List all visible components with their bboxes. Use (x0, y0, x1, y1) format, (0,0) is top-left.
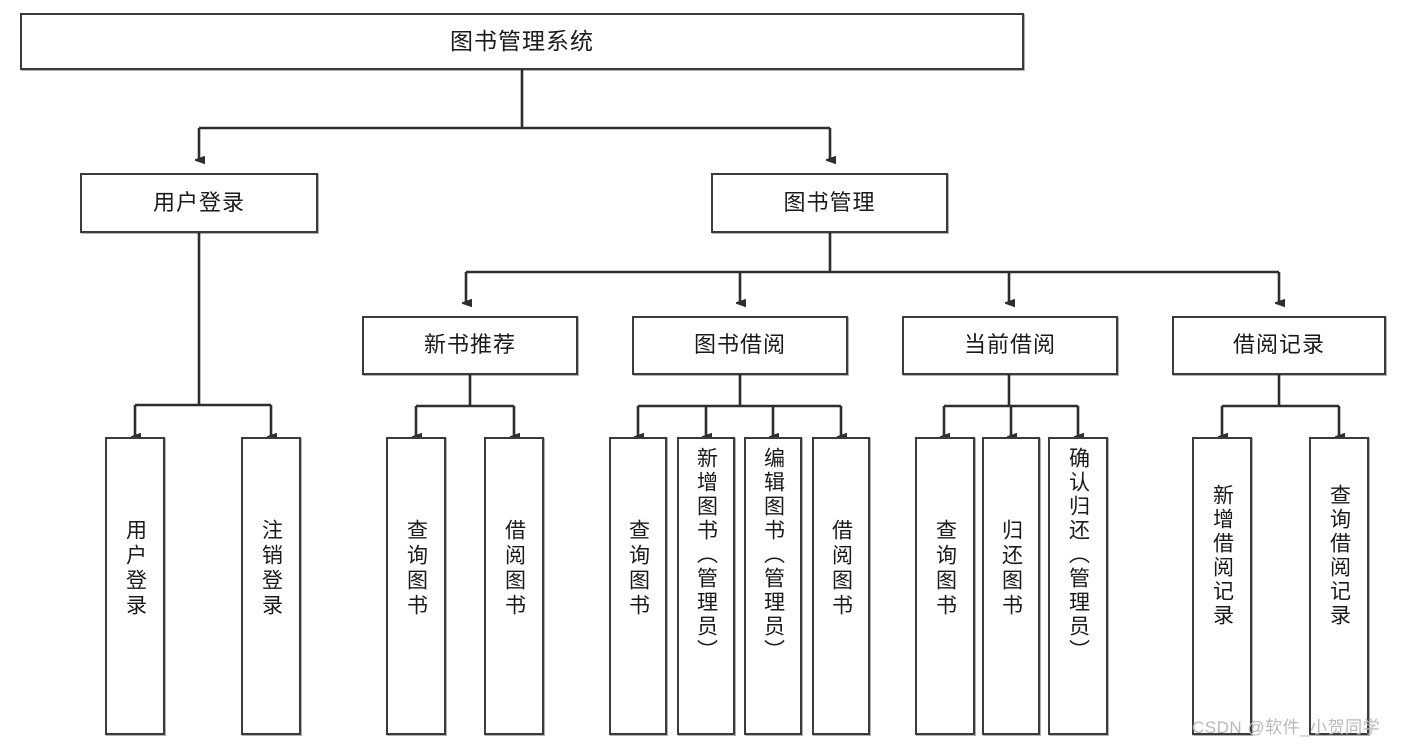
leaf-return-book[interactable]: 归还图书 (982, 437, 1040, 735)
leaf-add-borrow-record[interactable]: 新增借阅记录 (1192, 437, 1252, 735)
node-label: 查询借阅记录 (1327, 484, 1351, 628)
node-book-borrow[interactable]: 图书借阅 (632, 316, 848, 375)
csdn-watermark: CSDN @软件_小贺同学 (1192, 718, 1381, 737)
node-book-management-system[interactable]: 图书管理系统 (20, 13, 1024, 70)
leaf-query-book-recommend[interactable]: 查询图书 (386, 437, 446, 735)
node-book-management[interactable]: 图书管理 (711, 173, 948, 233)
node-borrow-records[interactable]: 借阅记录 (1172, 316, 1386, 375)
leaf-user-login[interactable]: 用户登录 (105, 437, 165, 735)
leaf-confirm-return-admin[interactable]: 确认归还（管理员） (1048, 437, 1108, 735)
leaf-borrow-book-recommend[interactable]: 借阅图书 (484, 437, 544, 735)
node-label: 借阅记录 (1232, 332, 1325, 358)
node-label: 注销登录 (259, 519, 283, 619)
node-new-book-recommend[interactable]: 新书推荐 (362, 316, 578, 375)
node-label: 编辑图书（管理员） (761, 447, 785, 663)
leaf-borrow-book[interactable]: 借阅图书 (812, 437, 870, 735)
leaf-edit-book-admin[interactable]: 编辑图书（管理员） (744, 437, 802, 735)
leaf-logout-login[interactable]: 注销登录 (241, 437, 301, 735)
node-user-login[interactable]: 用户登录 (80, 173, 318, 233)
leaf-add-book-admin[interactable]: 新增图书（管理员） (677, 437, 735, 735)
node-label: 用户登录 (152, 189, 245, 215)
node-label: 图书管理 (783, 189, 876, 215)
node-label: 新书推荐 (423, 332, 516, 358)
node-label: 借阅图书 (502, 519, 526, 619)
leaf-query-borrow-record[interactable]: 查询借阅记录 (1309, 437, 1369, 735)
node-label: 新增借阅记录 (1210, 484, 1234, 628)
node-label: 查询图书 (626, 519, 650, 619)
leaf-query-book-borrow[interactable]: 查询图书 (609, 437, 667, 735)
node-label: 图书管理系统 (450, 27, 594, 54)
node-label: 当前借阅 (963, 332, 1056, 358)
node-label: 借阅图书 (829, 519, 853, 619)
node-label: 用户登录 (123, 519, 147, 619)
node-label: 查询图书 (933, 519, 957, 619)
node-label: 图书借阅 (693, 332, 786, 358)
node-label: 查询图书 (404, 519, 428, 619)
node-label: 确认归还（管理员） (1066, 447, 1090, 663)
leaf-query-book-current[interactable]: 查询图书 (915, 437, 975, 735)
node-current-borrow[interactable]: 当前借阅 (902, 316, 1118, 375)
node-label: 新增图书（管理员） (694, 447, 718, 663)
node-label: 归还图书 (999, 519, 1023, 619)
